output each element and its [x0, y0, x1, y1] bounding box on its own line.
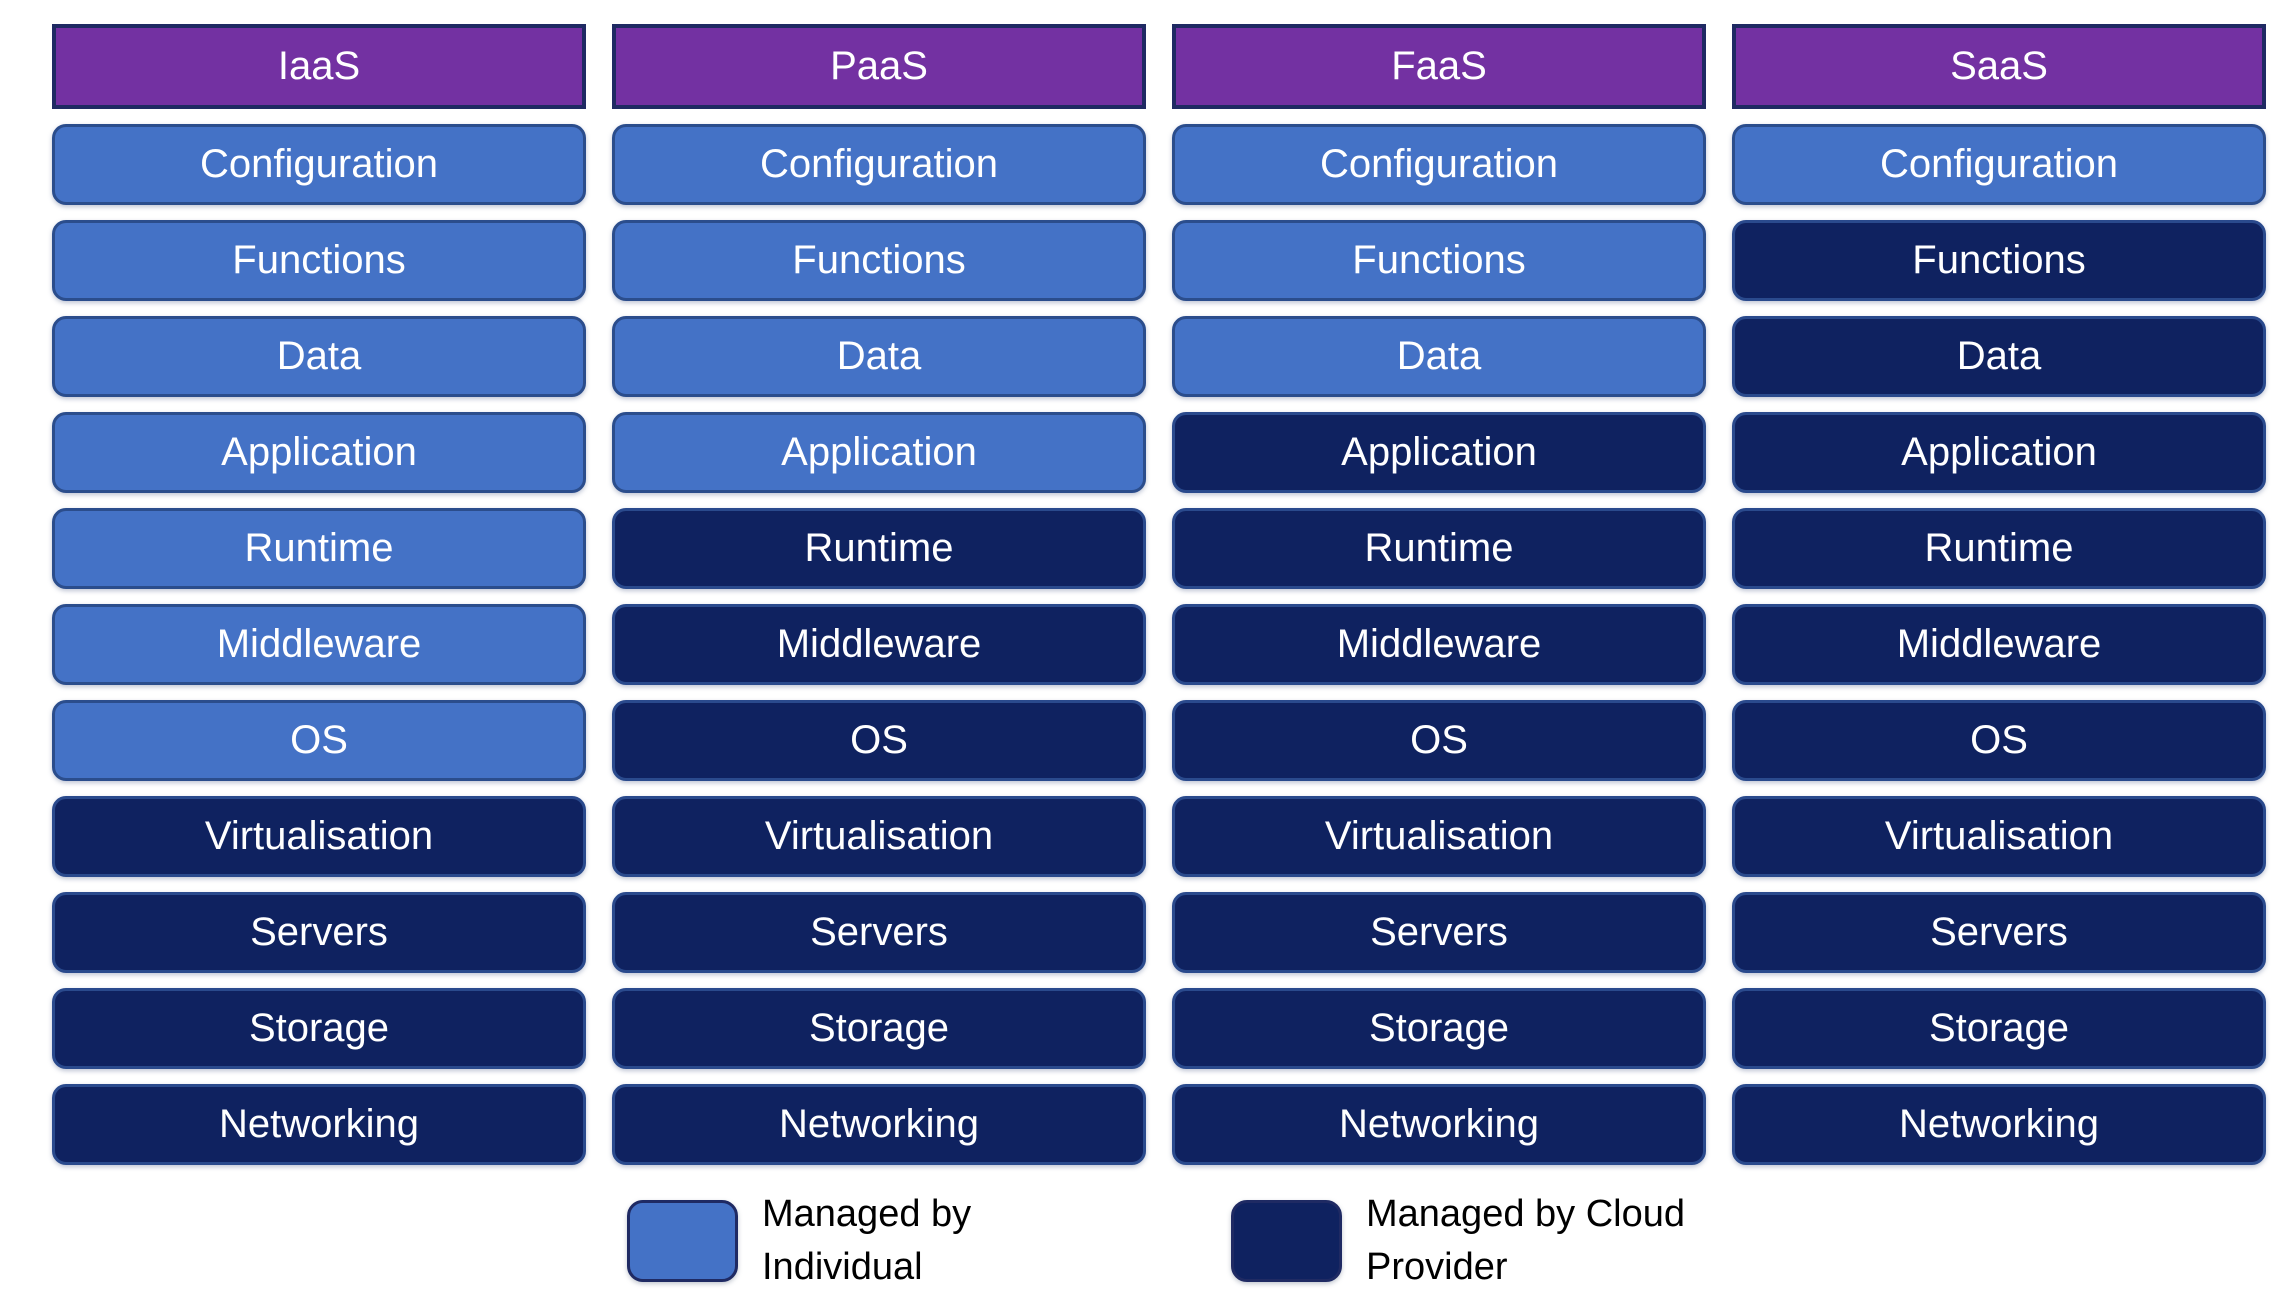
layer-cell-configuration: Configuration: [1732, 124, 2266, 205]
layer-cell-functions: Functions: [1172, 220, 1706, 301]
layer-cell-networking: Networking: [52, 1084, 586, 1165]
layer-cell-virtualisation: Virtualisation: [1732, 796, 2266, 877]
layer-cell-virtualisation: Virtualisation: [612, 796, 1146, 877]
legend-label-provider: Managed by Cloud Provider: [1366, 1193, 1685, 1289]
layer-cell-os: OS: [1732, 700, 2266, 781]
layer-cell-runtime: Runtime: [52, 508, 586, 589]
layer-cell-servers: Servers: [1732, 892, 2266, 973]
layer-cell-runtime: Runtime: [1172, 508, 1706, 589]
layer-cell-networking: Networking: [1172, 1084, 1706, 1165]
layer-cell-application: Application: [52, 412, 586, 493]
layer-cell-middleware: Middleware: [1172, 604, 1706, 685]
column-header-saas: SaaS: [1732, 24, 2266, 109]
layer-cell-storage: Storage: [1732, 988, 2266, 1069]
layer-cell-servers: Servers: [612, 892, 1146, 973]
layer-cell-networking: Networking: [1732, 1084, 2266, 1165]
legend-swatch-provider: [1231, 1200, 1342, 1283]
layer-cell-data: Data: [52, 316, 586, 397]
legend-item-provider: Managed by Cloud Provider: [1231, 1188, 1685, 1294]
layer-cell-networking: Networking: [612, 1084, 1146, 1165]
column-header-iaas: IaaS: [52, 24, 586, 109]
legend-swatch-individual: [627, 1200, 738, 1283]
layer-cell-data: Data: [612, 316, 1146, 397]
legend-label-individual: Managed by Individual: [762, 1193, 972, 1289]
legend: Managed by Individual Managed by Cloud P…: [0, 1188, 2296, 1303]
layer-cell-virtualisation: Virtualisation: [52, 796, 586, 877]
layer-cell-os: OS: [52, 700, 586, 781]
layer-cell-storage: Storage: [52, 988, 586, 1069]
layer-cell-data: Data: [1732, 316, 2266, 397]
layer-cell-storage: Storage: [612, 988, 1146, 1069]
layer-cell-functions: Functions: [52, 220, 586, 301]
layer-cell-middleware: Middleware: [612, 604, 1146, 685]
column-header-paas: PaaS: [612, 24, 1146, 109]
layer-cell-functions: Functions: [612, 220, 1146, 301]
layer-cell-runtime: Runtime: [1732, 508, 2266, 589]
layer-cell-os: OS: [1172, 700, 1706, 781]
layer-cell-middleware: Middleware: [1732, 604, 2266, 685]
layer-cell-application: Application: [1172, 412, 1706, 493]
layer-cell-virtualisation: Virtualisation: [1172, 796, 1706, 877]
layer-cell-application: Application: [612, 412, 1146, 493]
layer-cell-functions: Functions: [1732, 220, 2266, 301]
layer-cell-configuration: Configuration: [612, 124, 1146, 205]
layer-cell-os: OS: [612, 700, 1146, 781]
layer-cell-servers: Servers: [52, 892, 586, 973]
layer-cell-middleware: Middleware: [52, 604, 586, 685]
layer-cell-storage: Storage: [1172, 988, 1706, 1069]
layer-cell-configuration: Configuration: [1172, 124, 1706, 205]
layer-cell-servers: Servers: [1172, 892, 1706, 973]
layer-cell-data: Data: [1172, 316, 1706, 397]
legend-item-individual: Managed by Individual: [627, 1188, 971, 1294]
layer-cell-configuration: Configuration: [52, 124, 586, 205]
layer-cell-application: Application: [1732, 412, 2266, 493]
column-header-faas: FaaS: [1172, 24, 1706, 109]
layer-cell-runtime: Runtime: [612, 508, 1146, 589]
